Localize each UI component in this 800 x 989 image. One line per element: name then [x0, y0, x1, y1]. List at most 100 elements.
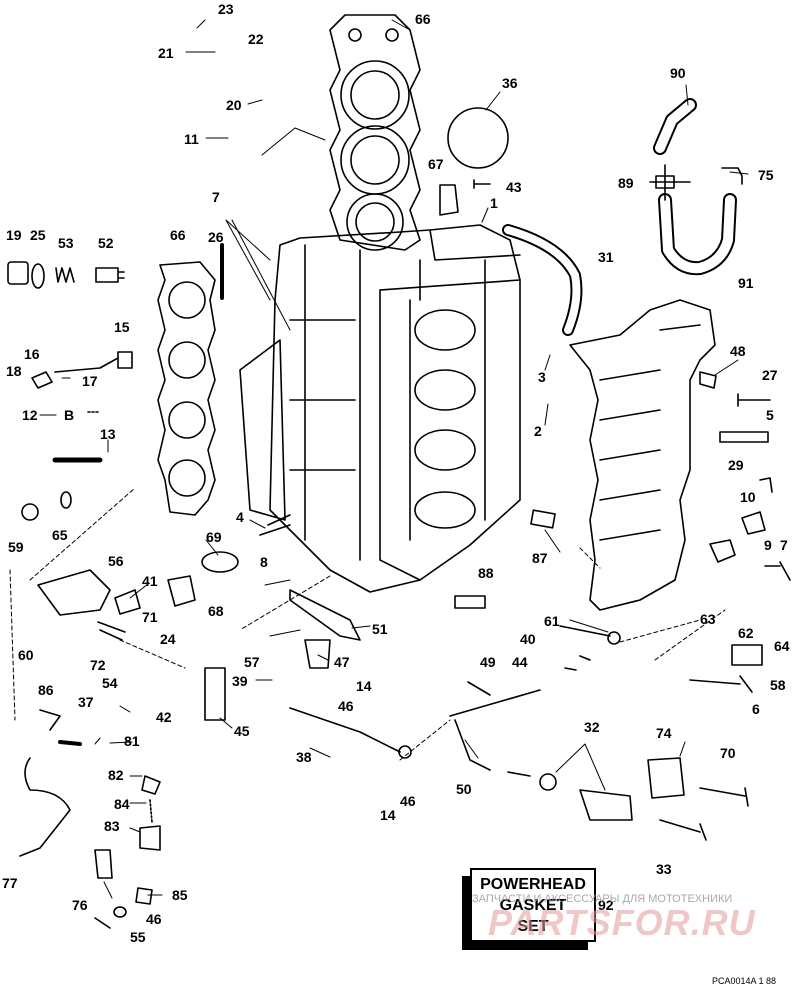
- gasket-set-line3: SET: [517, 918, 549, 935]
- part-number: 77: [2, 875, 18, 891]
- part-number: 14: [356, 678, 372, 694]
- gasket-set-line1: POWERHEAD: [480, 876, 586, 893]
- part-number: 43: [506, 179, 522, 195]
- part-number: 15: [114, 319, 130, 335]
- o-ring-36: [447, 107, 509, 169]
- part-number: 16: [24, 346, 40, 362]
- part-number: 52: [98, 235, 114, 251]
- part-number: 57: [244, 654, 260, 670]
- part-number: 83: [104, 818, 120, 834]
- drawing-code: PCA0014A 1 88: [712, 976, 777, 986]
- part-number: 88: [478, 565, 494, 581]
- part-number: 68: [208, 603, 224, 619]
- part-number: 51: [372, 621, 388, 637]
- part-number: 47: [334, 654, 350, 670]
- part-number: 85: [172, 887, 188, 903]
- part-number: 17: [82, 373, 98, 389]
- part-number: 70: [720, 745, 736, 761]
- part-number: 2: [534, 423, 542, 439]
- part-number: 65: [52, 527, 68, 543]
- part-number: B: [64, 407, 75, 423]
- part-number: 66: [415, 11, 431, 27]
- part-number: 46: [400, 793, 416, 809]
- part-number: 11: [184, 131, 199, 147]
- part-number: 46: [146, 911, 162, 927]
- part-number: 22: [248, 31, 264, 47]
- part-number: 49: [480, 654, 496, 670]
- part-number: 12: [22, 407, 38, 423]
- watermark-tagline: ЗАПЧАСТИ И АКСЕССУАРЫ ДЛЯ МОТОТЕХНИКИ: [472, 893, 733, 905]
- part-number: 59: [8, 539, 24, 555]
- part-number: 61: [544, 613, 560, 629]
- part-number: 31: [598, 249, 614, 265]
- part-number: 18: [6, 363, 22, 379]
- gasket-set-line2: GASKET: [499, 897, 567, 914]
- part-number: 9: [764, 537, 772, 553]
- part-number: 19: [6, 227, 22, 243]
- part-number: 8: [260, 554, 268, 570]
- part-number: 14: [380, 807, 396, 823]
- part-number: 23: [218, 1, 234, 17]
- part-number: 90: [670, 65, 686, 81]
- part-number: 27: [762, 367, 778, 383]
- part-number: 64: [774, 638, 790, 654]
- part-number: 26: [208, 229, 224, 245]
- part-number: 48: [730, 343, 746, 359]
- part-number: 60: [18, 647, 34, 663]
- exhaust-cover: [569, 299, 716, 611]
- part-number: 74: [656, 725, 672, 741]
- part-number: 36: [502, 75, 518, 91]
- part-number: 25: [30, 227, 46, 243]
- cylinder-head-gasket-top: [329, 14, 421, 251]
- part-number: 5: [766, 407, 774, 423]
- part-number: 13: [100, 426, 116, 442]
- part-number: 63: [700, 611, 716, 627]
- part-number: 44: [512, 654, 528, 670]
- part-number: 7: [780, 537, 788, 553]
- part-number: 87: [532, 550, 548, 566]
- part-number: 53: [58, 235, 74, 251]
- part-number: 7: [212, 189, 220, 205]
- part-number: 69: [206, 529, 222, 545]
- part-number: 32: [584, 719, 600, 735]
- part-number: 67: [428, 156, 444, 172]
- watermark-logo: PARTSFOR.RU: [488, 902, 756, 943]
- part-number: 33: [656, 861, 672, 877]
- part-number: 1: [490, 195, 498, 211]
- part-number: 37: [78, 694, 94, 710]
- part-number: 50: [456, 781, 472, 797]
- gasket-set-box: POWERHEAD GASKET SET: [470, 868, 596, 942]
- part-number: 29: [728, 457, 744, 473]
- part-number: 45: [234, 723, 250, 739]
- part-number: 75: [758, 167, 774, 183]
- part-number: 84: [114, 796, 130, 812]
- part-number: 6: [752, 701, 760, 717]
- part-number: 3: [538, 369, 546, 385]
- part-number: 56: [108, 553, 124, 569]
- part-number: 66: [170, 227, 186, 243]
- part-number: 72: [90, 657, 106, 673]
- part-number: 58: [770, 677, 786, 693]
- part-number: 71: [142, 609, 158, 625]
- head-gasket-side: [157, 261, 216, 516]
- part-number: 81: [124, 733, 140, 749]
- part-number: 40: [520, 631, 536, 647]
- part-number: 46: [338, 698, 354, 714]
- part-number: 42: [156, 709, 172, 725]
- part-number: 76: [72, 897, 88, 913]
- part-number: 39: [232, 673, 248, 689]
- part-number: 91: [738, 275, 754, 291]
- crankcase-block: [239, 224, 521, 593]
- part-number: 38: [296, 749, 312, 765]
- part-number: 54: [102, 675, 118, 691]
- part-number: 20: [226, 97, 242, 113]
- part-number: 4: [236, 509, 244, 525]
- part-number: 89: [618, 175, 634, 191]
- part-number: 82: [108, 767, 124, 783]
- part-number: 24: [160, 631, 176, 647]
- part-number: 21: [158, 45, 174, 61]
- part-number: 41: [142, 573, 158, 589]
- part-number: 62: [738, 625, 754, 641]
- part-number: 10: [740, 489, 756, 505]
- part-number: 92: [598, 897, 614, 913]
